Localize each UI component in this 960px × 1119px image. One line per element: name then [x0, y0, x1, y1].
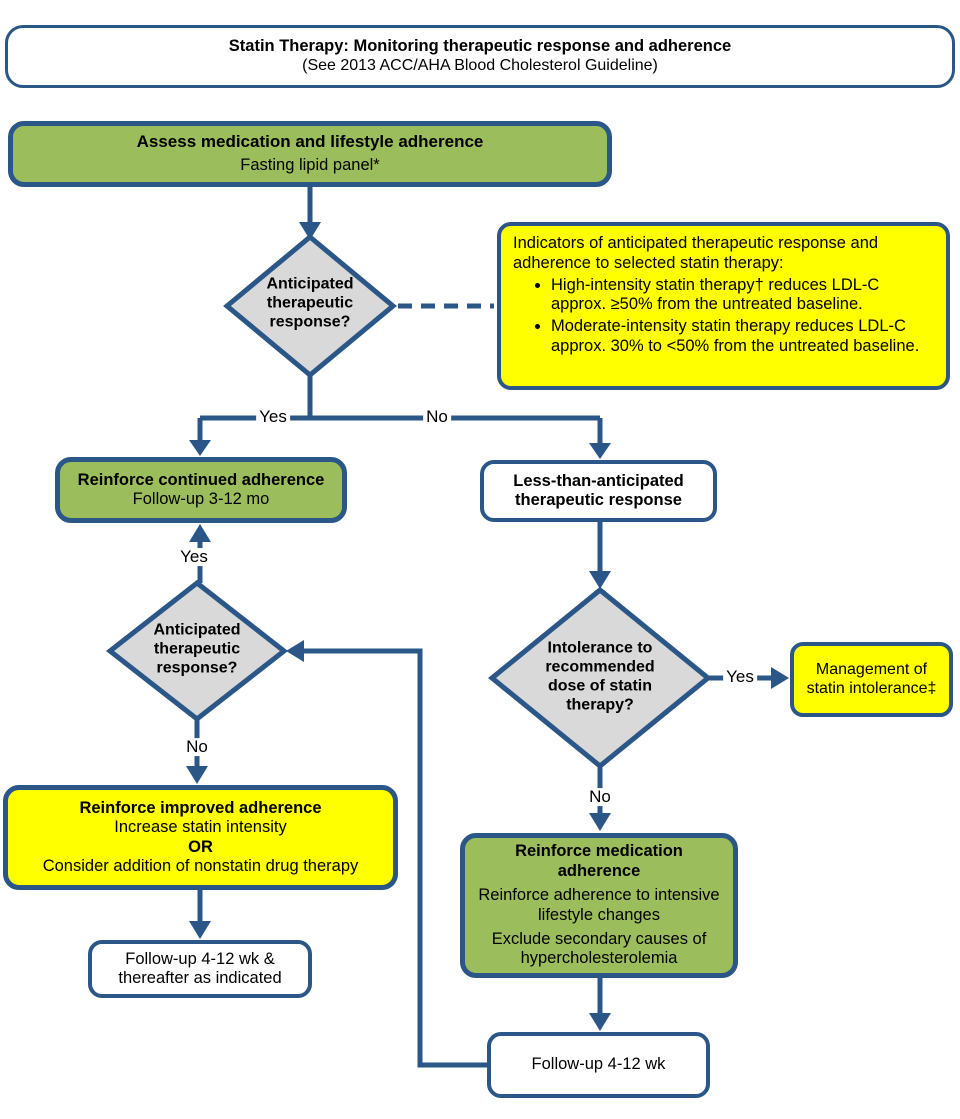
- diamond-anticipated-response-1: [223, 233, 397, 379]
- page-subtitle: (See 2013 ACC/AHA Blood Cholesterol Guid…: [302, 56, 658, 74]
- node-indicators-note: Indicators of anticipated therapeutic re…: [497, 222, 950, 390]
- reinforce-continued-title: Reinforce continued adherence: [77, 470, 325, 489]
- arrowhead-into-followup-left: [189, 921, 211, 939]
- edge-label-yes-2: Yes: [177, 548, 211, 566]
- reinforce-medication-title: Reinforce medication adherence: [515, 842, 683, 880]
- reinforce-improved-line4: Consider addition of nonstatin drug ther…: [42, 856, 359, 875]
- diamond-intolerance: [488, 586, 712, 770]
- arrowhead-into-mgmt: [771, 667, 789, 689]
- node-management-intolerance: Management of statin intolerance‡: [790, 642, 953, 717]
- indicators-intro: Indicators of anticipated therapeutic re…: [513, 234, 879, 272]
- reinforce-medication-line3: Exclude secondary causes of hypercholest…: [491, 929, 707, 968]
- arrowhead-into-green3: [589, 813, 611, 831]
- node-assess-adherence: Assess medication and lifestyle adherenc…: [8, 121, 612, 187]
- edge-label-no-1: No: [423, 408, 451, 426]
- reinforce-improved-line2: Increase statin intensity: [114, 818, 287, 837]
- reinforce-continued-subtitle: Follow-up 3-12 mo: [132, 490, 270, 508]
- arrowhead-into-diamond3: [589, 571, 611, 589]
- management-intolerance-text: Management of statin intolerance‡: [806, 660, 937, 697]
- arrowhead-into-followup-bottom: [589, 1013, 611, 1031]
- arrowhead-into-lessthan: [589, 443, 611, 459]
- less-than-anticipated-text: Less-than-anticipated therapeutic respon…: [513, 471, 684, 509]
- indicators-bullet-2: Moderate-intensity statin therapy reduce…: [551, 317, 936, 357]
- reinforce-improved-title: Reinforce improved adherence: [79, 798, 322, 817]
- arrowhead-into-diamond1: [299, 222, 321, 240]
- arrowhead-into-green2: [189, 440, 211, 456]
- arrowhead-into-yellow2: [186, 766, 208, 784]
- feedback-loop-line: [303, 648, 487, 1068]
- followup-bottom-text: Follow-up 4-12 wk: [531, 1055, 666, 1074]
- diamond-anticipated-response-2: [105, 579, 289, 723]
- arrowhead-feedback-into-diamond2: [286, 640, 304, 662]
- indicators-bullet-list: High-intensity statin therapy† reduces L…: [513, 276, 936, 359]
- node-less-than-anticipated: Less-than-anticipated therapeutic respon…: [480, 460, 717, 522]
- edge-label-yes-1: Yes: [256, 408, 290, 426]
- reinforce-medication-line2: Reinforce adherence to intensive lifesty…: [478, 886, 720, 924]
- diamond2-label: Anticipated therapeutic response?: [153, 621, 241, 677]
- page-title: Statin Therapy: Monitoring therapeutic r…: [228, 37, 732, 56]
- indicators-bullet-1: High-intensity statin therapy† reduces L…: [551, 276, 936, 316]
- edge-label-no-2: No: [183, 738, 211, 756]
- title-box: Statin Therapy: Monitoring therapeutic r…: [5, 25, 955, 88]
- node-followup-left: Follow-up 4-12 wk & thereafter as indica…: [88, 940, 312, 998]
- reinforce-improved-or: OR: [188, 837, 213, 856]
- edge-label-yes-3: Yes: [723, 668, 757, 686]
- diamond3-label: Intolerance to recommended dose of stati…: [545, 639, 655, 713]
- node-reinforce-medication: Reinforce medication adherence Reinforce…: [460, 833, 738, 978]
- arrowhead-up-into-green2: [189, 524, 211, 542]
- node-reinforce-continued: Reinforce continued adherence Follow-up …: [55, 457, 347, 523]
- node-assess-title: Assess medication and lifestyle adherenc…: [136, 132, 484, 152]
- node-assess-subtitle: Fasting lipid panel*: [240, 156, 380, 175]
- edge-label-no-3: No: [586, 788, 614, 806]
- node-reinforce-improved: Reinforce improved adherence Increase st…: [3, 785, 398, 890]
- diamond1-label: Anticipated therapeutic response?: [266, 275, 354, 331]
- followup-left-text: Follow-up 4-12 wk & thereafter as indica…: [118, 949, 282, 987]
- node-followup-bottom: Follow-up 4-12 wk: [487, 1032, 710, 1098]
